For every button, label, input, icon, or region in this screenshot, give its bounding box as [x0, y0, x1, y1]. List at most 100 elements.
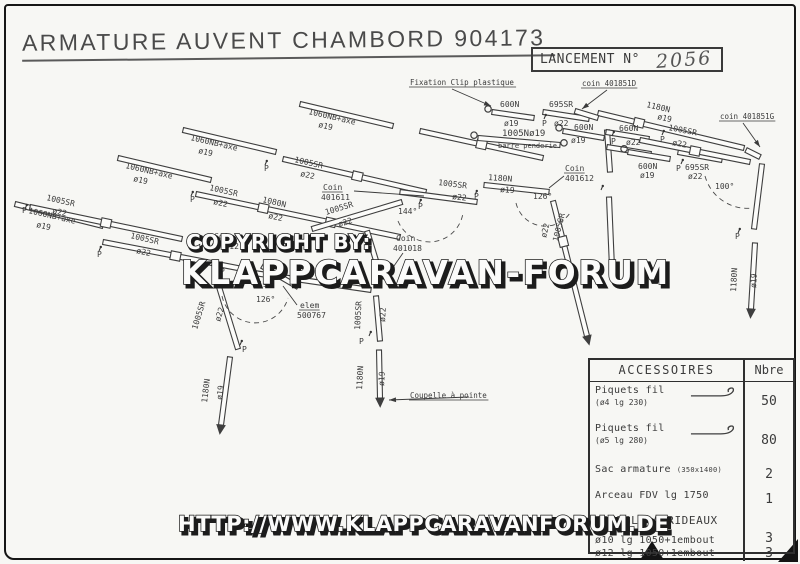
part-label: 600N: [638, 162, 657, 171]
part-label: barre penderie: [498, 142, 557, 150]
pin-marker: [99, 245, 103, 249]
part-label: P: [474, 192, 479, 201]
pin-marker: [600, 186, 603, 191]
part-label: 1005SR: [46, 193, 76, 208]
part-label: 144°: [398, 207, 417, 216]
pin-marker: [191, 190, 194, 194]
part-label: 1005SR: [190, 300, 207, 330]
leader-line: [388, 396, 470, 401]
pin-marker: [368, 332, 371, 337]
part-label: P: [22, 206, 27, 215]
angle-arc: [704, 175, 754, 209]
pin-marker: [611, 132, 614, 137]
hook-end: [620, 145, 628, 153]
table-row: ø12 lg 1050+1embout 3: [590, 545, 793, 561]
part-label: P: [542, 119, 547, 128]
part-label: 126°: [533, 192, 552, 201]
part-label: ø19: [500, 185, 515, 195]
pin-marker: [737, 229, 740, 234]
part-label: P: [611, 137, 616, 146]
part-name: ø12 lg 1050+1embout: [595, 548, 716, 559]
accessories-title: ACCESSOIRES: [618, 363, 715, 377]
part-label: 660N: [619, 124, 638, 133]
part-label: ø22: [688, 172, 703, 181]
pin-marker: [738, 227, 741, 231]
part-label: ø22: [378, 307, 388, 322]
spike-tip: [216, 423, 226, 435]
part-label: ø19: [36, 220, 52, 232]
part-label: ø19: [749, 273, 759, 288]
tube: [372, 295, 384, 342]
accessories-table: ACCESSOIRES Nbre Piquets fil(ø4 lg 230)5…: [588, 358, 795, 561]
tube-joint: [688, 145, 702, 157]
hook-end: [560, 139, 568, 147]
tube: [181, 126, 278, 156]
part-name-cell: ø12 lg 1050+1embout: [590, 545, 743, 561]
part-label: coin 401851D: [582, 79, 637, 88]
tube: [483, 181, 550, 196]
lancement-number: 2056: [655, 46, 713, 73]
pin-marker: [24, 205, 27, 210]
part-qty: 3: [743, 545, 793, 561]
part-label: 1005Nø19: [502, 129, 545, 139]
leader-line: [353, 190, 425, 197]
part-label: Coupelle à pointe: [410, 391, 487, 400]
part-label: 401612: [210, 242, 239, 251]
part-sub: (ø5 lg 280): [595, 436, 648, 445]
leader-line: [548, 175, 565, 189]
lancement-box: LANCEMENT N° 2056: [531, 47, 723, 72]
table-row: Piquets fil(ø5 lg 280)80: [590, 420, 793, 461]
table-row: Sac armature(350x1400)2: [590, 461, 793, 487]
accessories-header: ACCESSOIRES Nbre: [590, 360, 793, 382]
part-label: ø22: [300, 169, 316, 181]
part-label: ø19: [198, 146, 214, 158]
pin-marker: [98, 247, 101, 252]
part-label: 1005SR: [324, 200, 354, 217]
part-label: 600N: [500, 100, 519, 109]
part-label: 500767: [297, 311, 326, 320]
part-label: P: [97, 250, 102, 259]
part-label: P: [418, 202, 423, 211]
part-label: ø19: [318, 120, 334, 132]
part-label: 1180N: [488, 173, 513, 184]
tube: [750, 163, 766, 230]
part-label: 401611: [321, 193, 350, 202]
tube: [744, 147, 762, 160]
part-label: ø22: [136, 246, 152, 258]
table-row: TRINGLE A RIDEAUX: [590, 511, 793, 532]
part-label: ø22: [672, 138, 688, 150]
part-label: ø19: [377, 371, 387, 386]
pin-marker: [25, 203, 28, 207]
pin-marker: [612, 130, 615, 134]
pin-marker: [265, 159, 268, 163]
tube-joint: [256, 202, 270, 215]
hook-end: [470, 131, 478, 139]
part-label: 1180N: [355, 365, 365, 390]
arrowhead: [753, 139, 760, 147]
part-name-cell: TRINGLE A RIDEAUX: [590, 511, 743, 532]
part-label: ø22: [268, 211, 284, 223]
arrowhead: [582, 102, 590, 109]
part-label: P: [220, 267, 225, 276]
part-label: ø19: [253, 280, 268, 289]
part-label: ø22: [554, 119, 569, 128]
part-label: 401612: [565, 174, 594, 183]
part-name: TRINGLE A RIDEAUX: [595, 514, 718, 527]
part-label: P: [660, 135, 665, 144]
tube-joint: [632, 116, 646, 129]
part-label: ø19: [657, 112, 673, 124]
part-qty: [743, 511, 793, 532]
part-label: coin 401851G: [720, 112, 775, 121]
hook-icon: [690, 425, 735, 435]
arrowhead: [389, 397, 397, 403]
part-label: 126°: [256, 295, 275, 304]
tube-joint: [557, 234, 570, 249]
part-label: 695SR: [685, 163, 709, 172]
part-sub: (ø4 lg 230): [595, 398, 648, 407]
part-name-cell: ø10 lg 1050+1embout: [590, 532, 743, 546]
angle-arc: [221, 295, 289, 324]
pin-marker: [601, 184, 604, 188]
part-label: ø22: [626, 138, 641, 147]
